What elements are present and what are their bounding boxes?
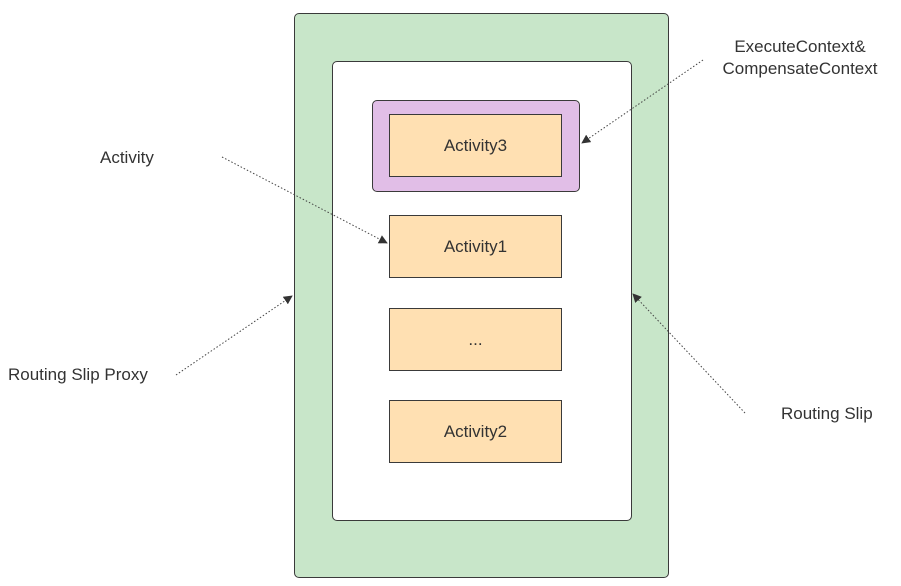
context-annotation-label: ExecuteContext& CompensateContext	[700, 36, 900, 80]
routing-slip-proxy-annotation-label: Routing Slip Proxy	[8, 365, 148, 384]
routing-slip-annotation-label: Routing Slip	[781, 404, 873, 423]
activity1-node: Activity1	[389, 215, 562, 278]
ellipsis-label: ...	[468, 329, 483, 349]
activity2-node: Activity2	[389, 400, 562, 463]
activity2-label: Activity2	[443, 421, 508, 441]
context-annotation-line1: ExecuteContext&	[734, 37, 866, 56]
activity-annotation-label: Activity	[100, 148, 154, 167]
ellipsis-node: ...	[389, 308, 562, 371]
activity1-label: Activity1	[443, 236, 508, 256]
activity3-label: Activity3	[443, 135, 508, 155]
activity3-node: Activity3	[389, 114, 562, 177]
context-annotation-line2: CompensateContext	[722, 59, 878, 78]
arrow-proxy-label-to-proxy-box	[175, 295, 293, 376]
